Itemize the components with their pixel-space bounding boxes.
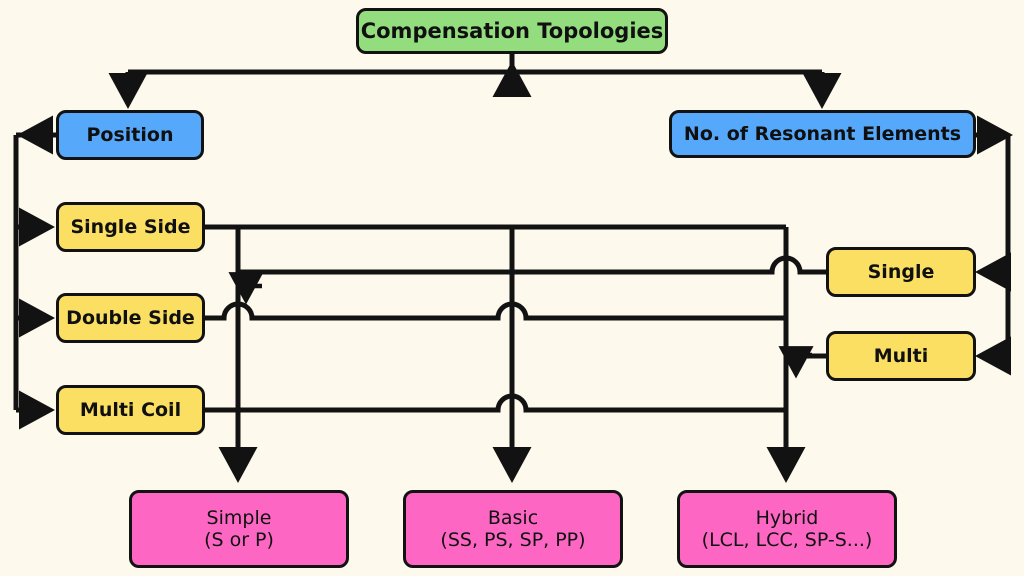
wire-row-multi-coil (205, 393, 786, 413)
wire-row-double-side (205, 301, 786, 321)
node-position[interactable]: Position (56, 110, 204, 160)
node-hybrid[interactable]: Hybrid (LCL, LCC, SP-S...) (677, 490, 897, 568)
node-label: Position (86, 123, 174, 146)
node-label-line2: (SS, PS, SP, PP) (440, 529, 586, 551)
node-label: Multi Coil (79, 398, 182, 421)
marker-elbow-multi (778, 346, 814, 379)
node-double-side[interactable]: Double Side (56, 293, 205, 343)
node-label: Compensation Topologies (360, 18, 664, 43)
node-no-of-resonant-elements[interactable]: No. of Resonant Elements (669, 110, 976, 158)
node-single[interactable]: Single (826, 247, 976, 297)
node-basic[interactable]: Basic (SS, PS, SP, PP) (403, 490, 623, 568)
node-label: No. of Resonant Elements (683, 122, 962, 145)
node-label: Single (867, 260, 935, 283)
marker-elbow-double-side (228, 272, 264, 305)
node-label: Multi (873, 344, 929, 367)
node-label: Single Side (70, 215, 191, 238)
wire-row-single (238, 255, 826, 275)
node-label-line1: Hybrid (755, 506, 819, 529)
node-label-line1: Basic (487, 506, 539, 529)
node-label-line1: Simple (206, 506, 272, 529)
node-simple[interactable]: Simple (S or P) (129, 490, 349, 568)
node-compensation-topologies[interactable]: Compensation Topologies (356, 8, 668, 54)
node-label-line2: (LCL, LCC, SP-S...) (701, 529, 873, 551)
node-multi[interactable]: Multi (826, 331, 976, 381)
node-label-line2: (S or P) (204, 529, 274, 551)
node-multi-coil[interactable]: Multi Coil (56, 385, 205, 435)
node-label: Double Side (66, 306, 195, 329)
node-single-side[interactable]: Single Side (56, 202, 205, 252)
